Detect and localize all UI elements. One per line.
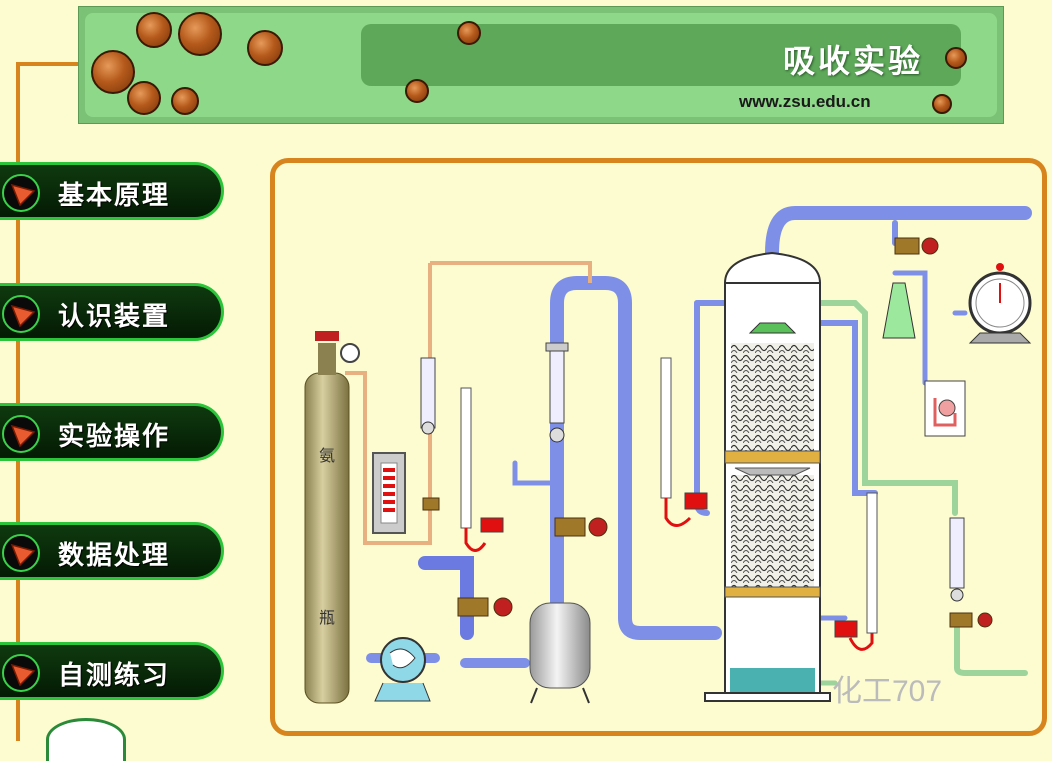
title-panel: 吸收实验 [361,24,961,86]
decor-ball-icon [247,30,283,66]
manometer-1 [460,387,504,552]
play-arrow-icon [2,174,40,212]
rotameter-1 [420,357,436,435]
thin-pipe [345,263,432,545]
ammonia-cylinder: 氨 瓶 [304,331,360,704]
manometer-3 [834,492,878,651]
decor-ball-icon [405,79,429,103]
titration-flask-icon [882,282,916,339]
site-url: www.zsu.edu.cn [739,92,871,111]
decor-ball-icon [932,94,952,114]
thin-pipe [430,261,592,283]
page-title: 吸收实验 [782,42,923,80]
manometer-2 [660,357,708,527]
wet-gas-meter-icon [968,263,1032,344]
pump-icon [374,637,431,702]
nav-item-basic-principle[interactable]: 基本原理 [0,162,224,220]
decor-ball-icon [127,81,161,115]
decor-ball-icon [457,21,481,45]
play-arrow-icon [2,415,40,453]
nav-item-know-device[interactable]: 认识装置 [0,283,224,341]
absorption-column [704,251,831,702]
apparatus-diagram-panel: 氨 瓶 [270,158,1047,736]
watermark: 化工707 [832,675,943,708]
header-banner: 吸收实验 www.zsu.edu.cn [78,6,1004,124]
gas-flowmeter-panel [372,452,406,534]
valve-icon [422,237,993,628]
rotameter-3 [949,517,965,602]
rotameter-2 [545,342,569,443]
nav-connector-line [16,62,78,66]
decor-ball-icon [136,12,172,48]
buffer-tank [529,602,591,704]
nav-item-experiment-operation[interactable]: 实验操作 [0,403,224,461]
absorber-bottle [924,380,966,437]
play-arrow-icon [2,654,40,692]
nav-item-self-test[interactable]: 自测练习 [0,642,224,700]
emblem-logo-icon [46,718,126,761]
decor-ball-icon [171,87,199,115]
absorption-apparatus-diagram: 氨 瓶 [304,206,1032,704]
nav-item-data-processing[interactable]: 数据处理 [0,522,224,580]
play-arrow-icon [2,295,40,333]
nav-connector-line [16,62,20,741]
nav-item-label: 认识装置 [58,302,171,332]
decor-ball-icon [945,47,967,69]
nav-item-label: 数据处理 [58,541,171,571]
nav-item-label: 基本原理 [58,181,171,211]
play-arrow-icon [2,534,40,572]
cylinder-label: 瓶 [319,608,335,627]
decor-ball-icon [91,50,135,94]
cylinder-label: 氨 [319,446,335,465]
nav-item-label: 自测练习 [58,661,171,691]
nav-item-label: 实验操作 [58,422,171,452]
decor-ball-icon [178,12,222,56]
